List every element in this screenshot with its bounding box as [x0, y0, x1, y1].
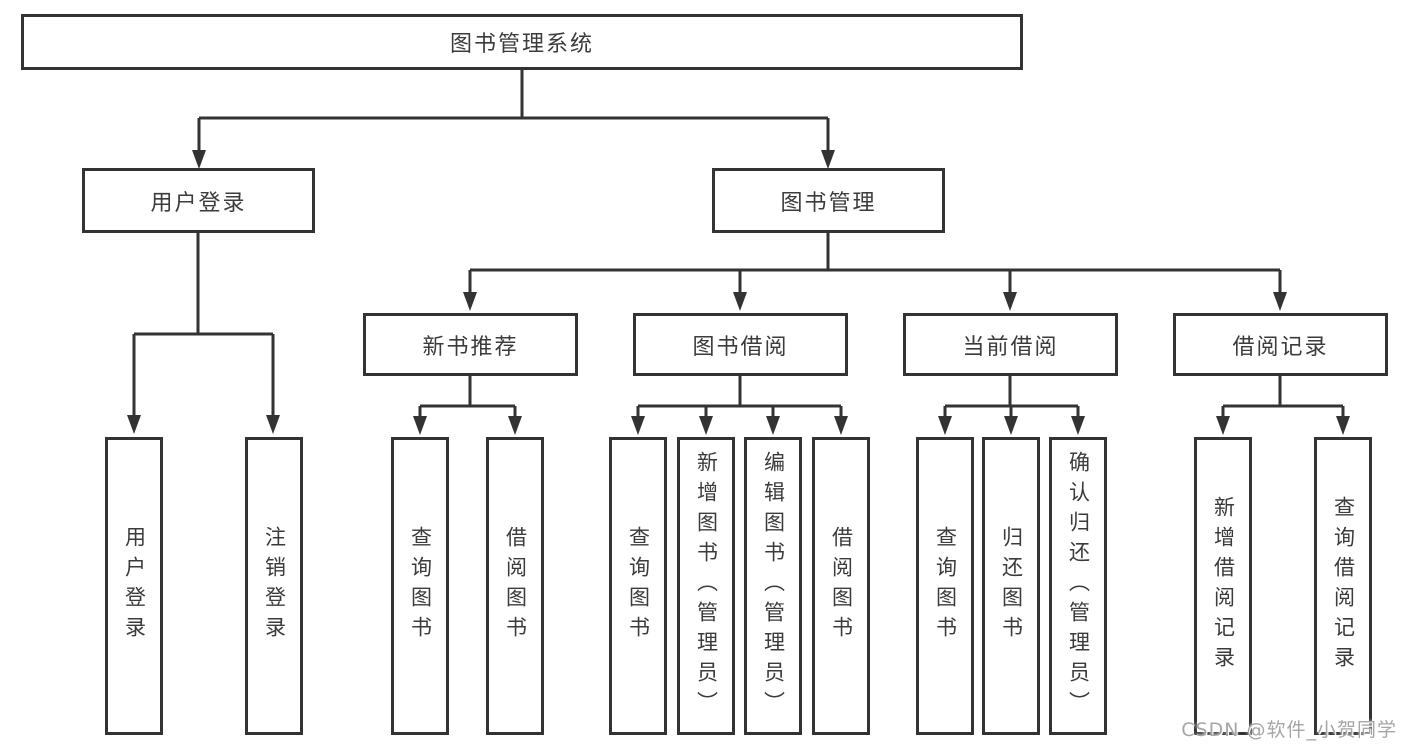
leaf-record-query: 查询借阅记录 [1314, 437, 1372, 735]
node-new-book-recommend: 新书推荐 [363, 313, 578, 376]
leaf-logout: 注销登录 [245, 437, 303, 735]
leaf-borrow-edit-book-admin: 编辑图书（管理员） [744, 437, 802, 735]
leaf-newbook-query-book: 查询图书 [391, 437, 449, 735]
leaf-borrow-borrow-book: 借阅图书 [812, 437, 870, 735]
node-library-system: 图书管理系统 [21, 14, 1023, 70]
leaf-record-add-label: 新增借阅记录 [1211, 496, 1236, 676]
leaf-borrow-borrow-book-label: 借阅图书 [829, 526, 854, 646]
leaf-borrow-add-book-admin: 新增图书（管理员） [677, 437, 735, 735]
leaf-record-add: 新增借阅记录 [1194, 437, 1252, 735]
leaf-current-confirm-return-admin-label: 确认归还（管理员） [1066, 451, 1091, 721]
leaf-newbook-borrow-book-label: 借阅图书 [503, 526, 528, 646]
leaf-current-query-book: 查询图书 [916, 437, 974, 735]
node-user-login: 用户登录 [82, 168, 315, 233]
leaf-borrow-query-book-label: 查询图书 [626, 526, 651, 646]
leaf-current-return-book-label: 归还图书 [999, 526, 1024, 646]
leaf-borrow-add-book-admin-label: 新增图书（管理员） [694, 451, 719, 721]
leaf-current-query-book-label: 查询图书 [933, 526, 958, 646]
leaf-user-login: 用户登录 [105, 437, 163, 735]
node-book-management: 图书管理 [712, 168, 945, 233]
node-book-borrow: 图书借阅 [633, 313, 848, 376]
csdn-watermark: CSDN @软件_小贺同学 [1181, 719, 1397, 741]
arrowheads [127, 150, 1350, 435]
leaf-current-confirm-return-admin: 确认归还（管理员） [1049, 437, 1107, 735]
leaf-record-query-label: 查询借阅记录 [1331, 496, 1356, 676]
node-borrow-record: 借阅记录 [1173, 313, 1388, 376]
leaf-borrow-query-book: 查询图书 [609, 437, 667, 735]
node-current-borrow: 当前借阅 [903, 313, 1118, 376]
leaf-borrow-edit-book-admin-label: 编辑图书（管理员） [761, 451, 786, 721]
leaf-newbook-query-book-label: 查询图书 [408, 526, 433, 646]
leaf-newbook-borrow-book: 借阅图书 [486, 437, 544, 735]
leaf-current-return-book: 归还图书 [982, 437, 1040, 735]
leaf-logout-label: 注销登录 [262, 526, 287, 646]
leaf-user-login-label: 用户登录 [122, 526, 147, 646]
